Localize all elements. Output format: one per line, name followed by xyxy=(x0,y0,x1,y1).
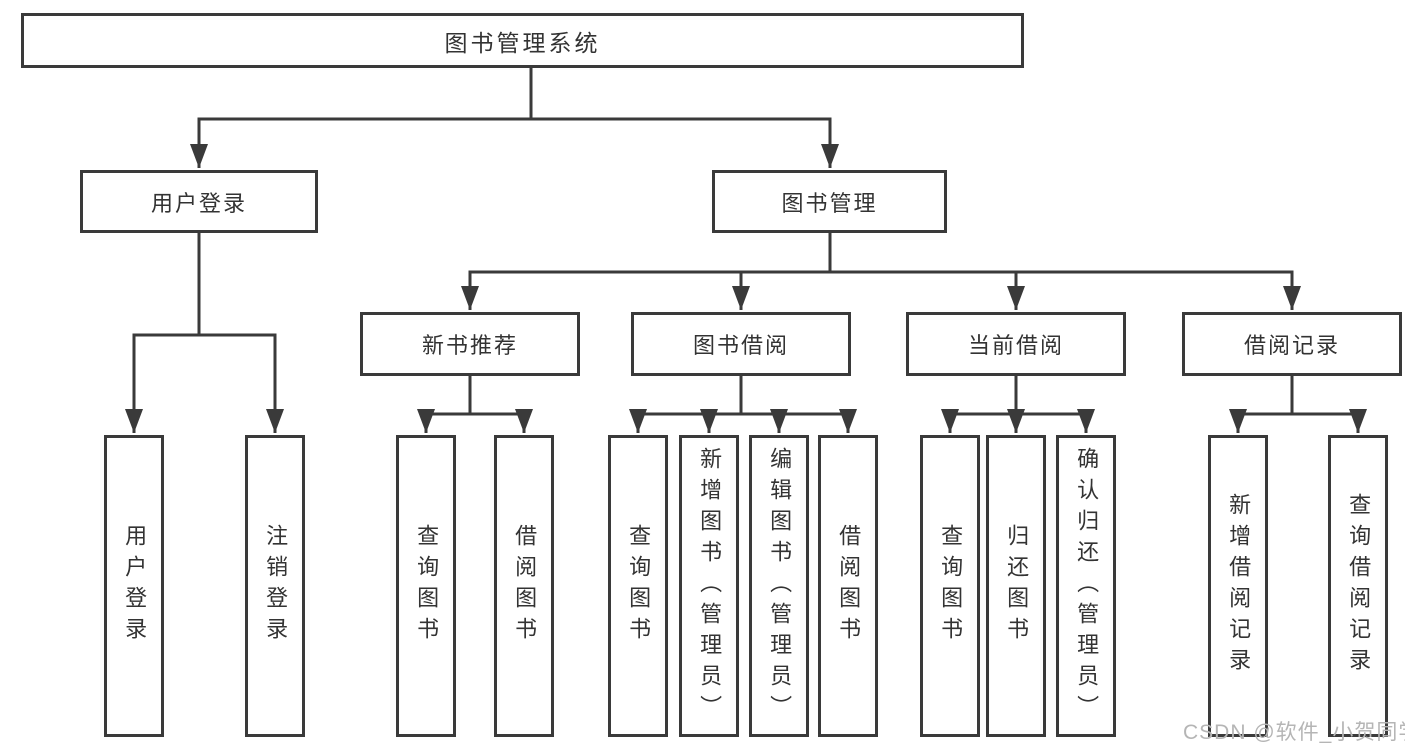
node-book-borrowing: 图书借阅 xyxy=(631,312,851,376)
node-current-borrowing: 当前借阅 xyxy=(906,312,1126,376)
leaf-user-login: 用户登录 xyxy=(104,435,164,737)
leaf-cb-query-books: 查询图书 xyxy=(920,435,980,737)
node-book-management: 图书管理 xyxy=(712,170,947,233)
leaf-nb-borrow-books: 借阅图书 xyxy=(494,435,554,737)
node-borrow-records: 借阅记录 xyxy=(1182,312,1402,376)
leaf-bb-borrow-books: 借阅图书 xyxy=(818,435,878,737)
leaf-bb-edit-books-admin: 编辑图书（管理员） xyxy=(749,435,809,737)
node-root: 图书管理系统 xyxy=(21,13,1024,68)
leaf-cb-confirm-return-admin: 确认归还（管理员） xyxy=(1056,435,1116,737)
leaf-logout: 注销登录 xyxy=(245,435,305,737)
node-new-book-recommend: 新书推荐 xyxy=(360,312,580,376)
leaf-bb-query-books: 查询图书 xyxy=(608,435,668,737)
leaf-br-query-record: 查询借阅记录 xyxy=(1328,435,1388,737)
leaf-cb-return-books: 归还图书 xyxy=(986,435,1046,737)
leaf-br-add-record: 新增借阅记录 xyxy=(1208,435,1268,737)
leaf-nb-query-books: 查询图书 xyxy=(396,435,456,737)
node-user-login: 用户登录 xyxy=(80,170,318,233)
leaf-bb-add-books-admin: 新增图书（管理员） xyxy=(679,435,739,737)
watermark-text: CSDN @软件_小贺同学 xyxy=(1183,721,1405,744)
